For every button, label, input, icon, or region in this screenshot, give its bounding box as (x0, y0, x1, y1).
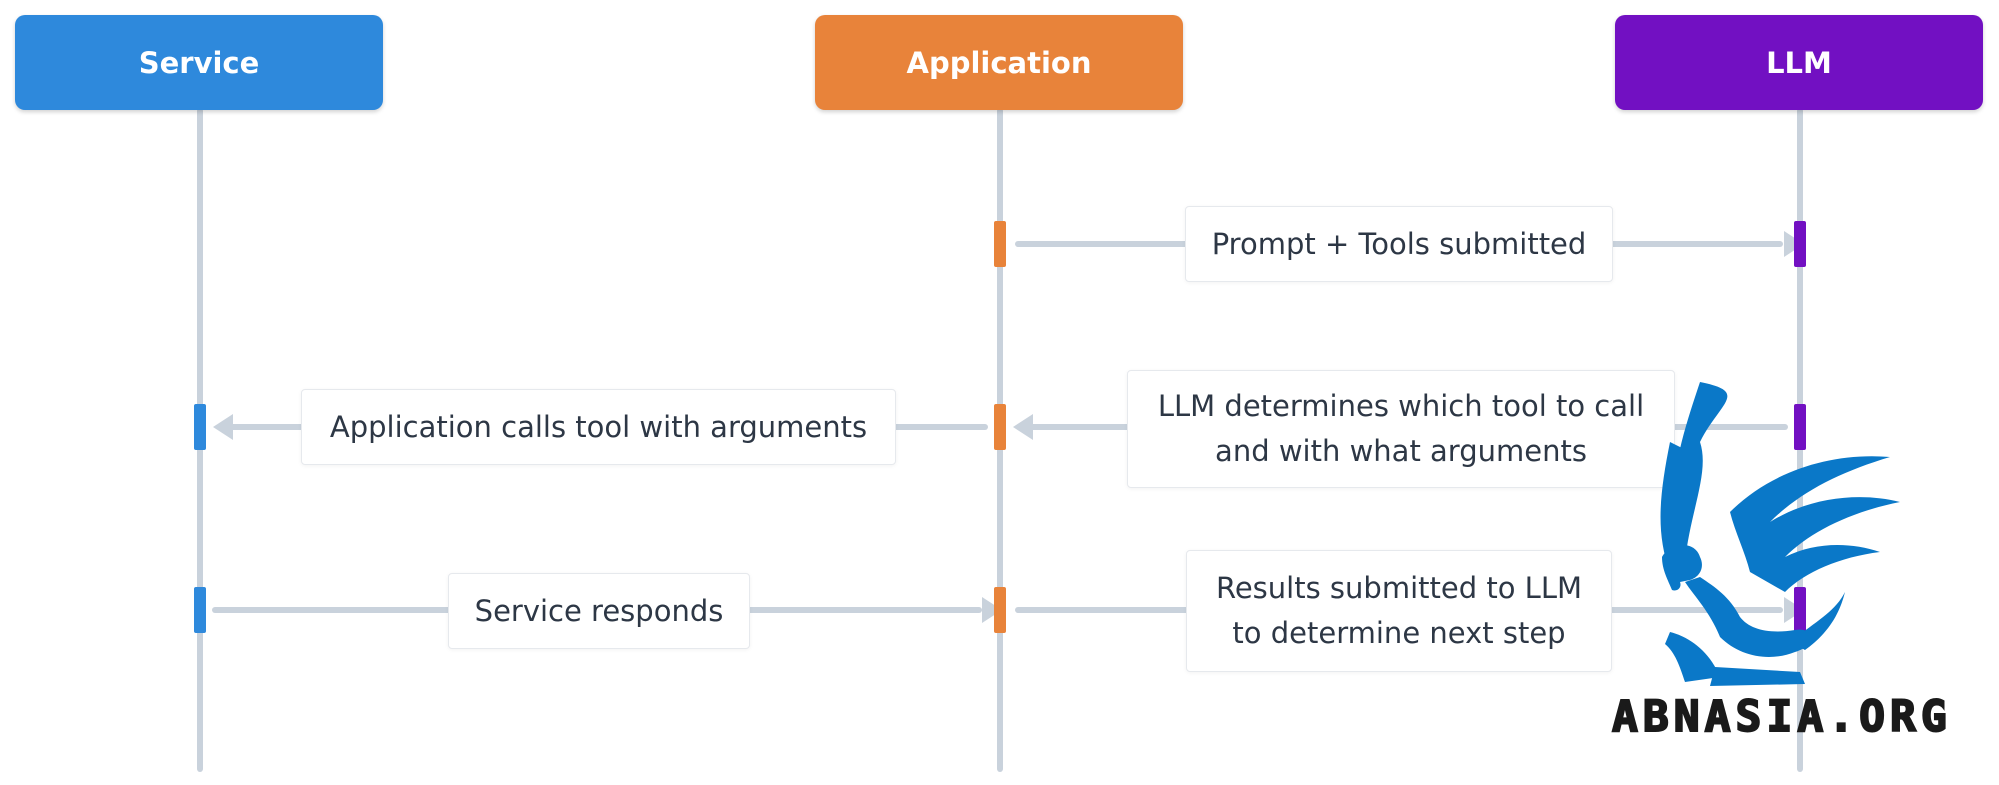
application-actor-label: Application (906, 45, 1092, 80)
message-calls-tool-text: Application calls tool with arguments (329, 409, 868, 444)
message-calls-tool: Application calls tool with arguments (301, 389, 896, 465)
llm-activation-3 (1794, 587, 1806, 633)
message-prompt-tools: Prompt + Tools submitted (1185, 206, 1613, 282)
message-llm-determines-line2: and with what arguments (1215, 434, 1587, 468)
service-activation-2 (194, 587, 206, 633)
application-activation-2 (994, 404, 1006, 450)
application-activation-1 (994, 221, 1006, 267)
llm-actor[interactable]: LLM (1615, 15, 1983, 110)
llm-activation-2 (1794, 404, 1806, 450)
service-actor-label: Service (138, 45, 260, 80)
message-llm-determines-line1: LLM determines which tool to call (1157, 389, 1645, 423)
message-results-line2: to determine next step (1232, 616, 1566, 650)
message-service-responds: Service responds (448, 573, 750, 649)
message-llm-determines: LLM determines which tool to call and wi… (1127, 370, 1675, 488)
griffin-logo-icon (1660, 382, 1900, 686)
llm-activation-1 (1794, 221, 1806, 267)
llm-actor-label: LLM (1766, 45, 1832, 80)
service-activation-1 (194, 404, 206, 450)
application-activation-3 (994, 587, 1006, 633)
watermark-text: ABNASIA.ORG (1611, 691, 1952, 743)
message-service-responds-text: Service responds (474, 593, 724, 628)
message-results-line1: Results submitted to LLM (1215, 571, 1582, 605)
message-results-submitted: Results submitted to LLM to determine ne… (1186, 550, 1612, 672)
application-actor[interactable]: Application (815, 15, 1183, 110)
service-actor[interactable]: Service (15, 15, 383, 110)
message-prompt-tools-text: Prompt + Tools submitted (1211, 226, 1587, 261)
